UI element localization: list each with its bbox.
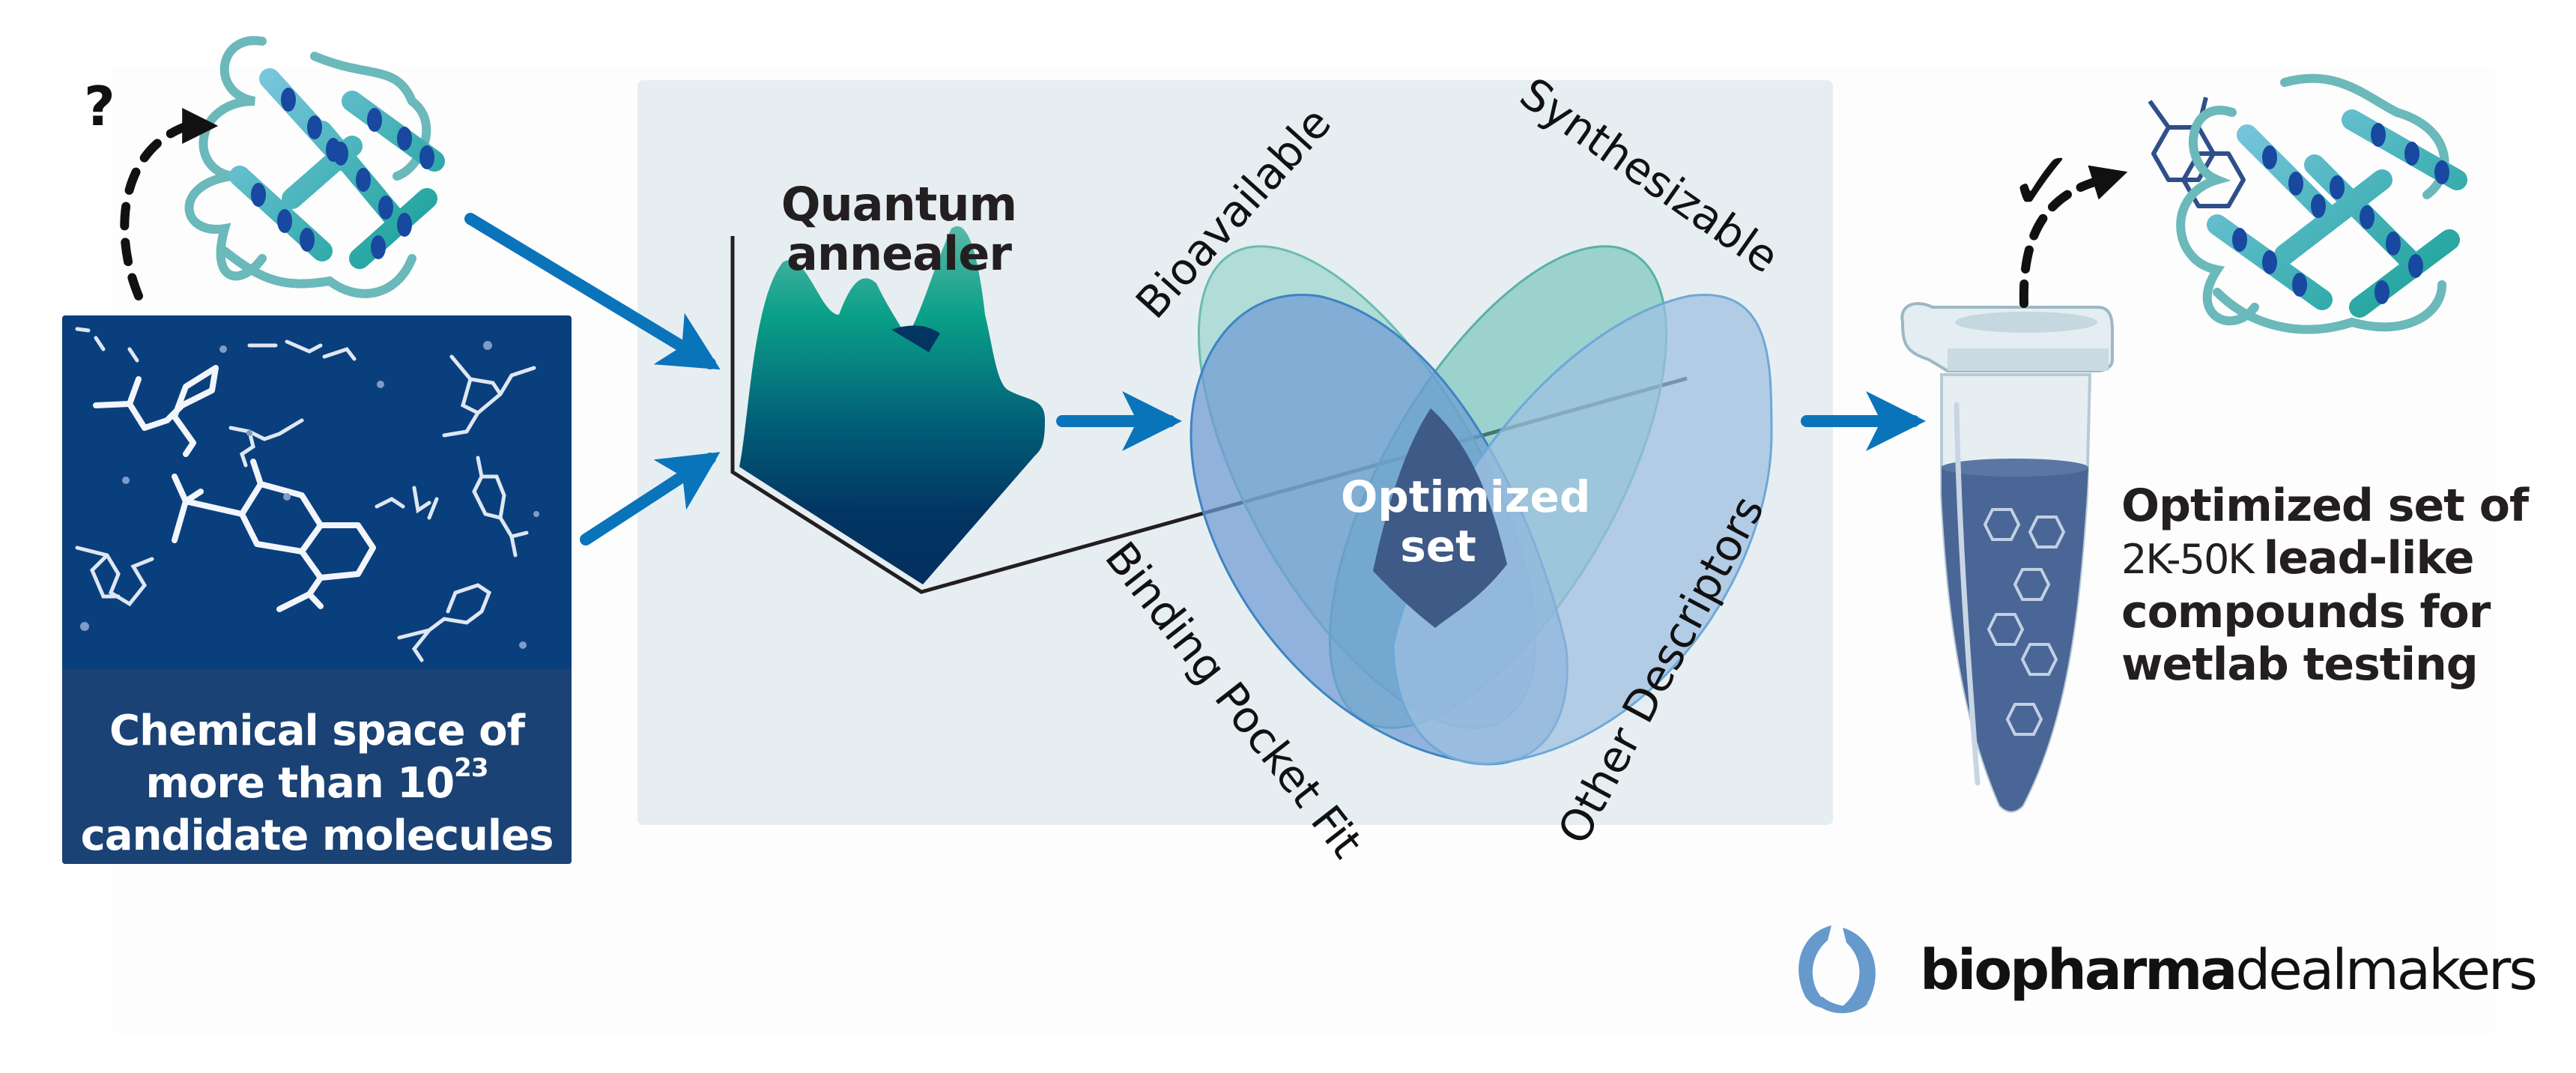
logo-wordmark: biopharmadealmakers <box>1920 938 2538 1003</box>
logo-bold-part: biopharma <box>1920 938 2237 1003</box>
result-line-2-text: lead-like <box>2263 532 2475 584</box>
optimized-set-line-1: Optimized <box>1341 471 1591 522</box>
caption-exponent: 23 <box>454 753 488 783</box>
venn-set-other-descriptors <box>1392 294 1773 766</box>
optimized-set-label: Optimized set <box>1341 471 1591 572</box>
energy-landscape-icon <box>730 226 1688 594</box>
compound-range: 2K-50K <box>2121 536 2255 583</box>
chemical-space-box: Chemical space of more than 1023 candida… <box>62 315 572 864</box>
chemical-space-caption: Chemical space of more than 1023 candida… <box>62 669 572 864</box>
caption-line-3: candidate molecules <box>80 811 554 860</box>
check-mark-icon: ✓ <box>2007 133 2076 229</box>
result-line-4: wetlab testing <box>2121 638 2479 691</box>
logo-light-part: dealmakers <box>2235 938 2538 1003</box>
result-line-1: Optimized set of <box>2121 480 2529 532</box>
optimized-set-line-2: set <box>1400 521 1476 572</box>
sample-tube-icon <box>1900 302 2114 813</box>
dashed-arrow-to-protein-icon <box>2019 165 2128 308</box>
venn-diagram <box>1189 245 1773 766</box>
caption-line-1: Chemical space of <box>109 707 525 755</box>
molecule-scatter-illustration <box>62 315 572 669</box>
molecules-icon <box>75 327 539 662</box>
annealer-title: Quantum annealer <box>764 180 1034 279</box>
annealer-title-line-1: Quantum <box>781 177 1017 232</box>
arrow-protein-to-annealer <box>464 213 721 370</box>
protein-bound-icon <box>2176 73 2467 334</box>
biopharma-dealmakers-logo: biopharmadealmakers <box>1786 922 2538 1019</box>
caption-line-2: more than 1023 <box>62 755 572 810</box>
caption-line-2-prefix: more than 10 <box>145 759 455 808</box>
dashed-arrow-icon <box>120 108 219 300</box>
arrow-chemspace-to-annealer <box>580 452 721 545</box>
question-mark-icon: ? <box>84 75 115 138</box>
protein-target-icon <box>184 36 445 298</box>
venn-intersection-optimized-set <box>1373 408 1507 628</box>
logo-swirl-icon <box>1798 925 1876 1014</box>
annealer-title-line-2: annealer <box>787 226 1012 281</box>
result-line-3: compounds for <box>2121 586 2491 638</box>
